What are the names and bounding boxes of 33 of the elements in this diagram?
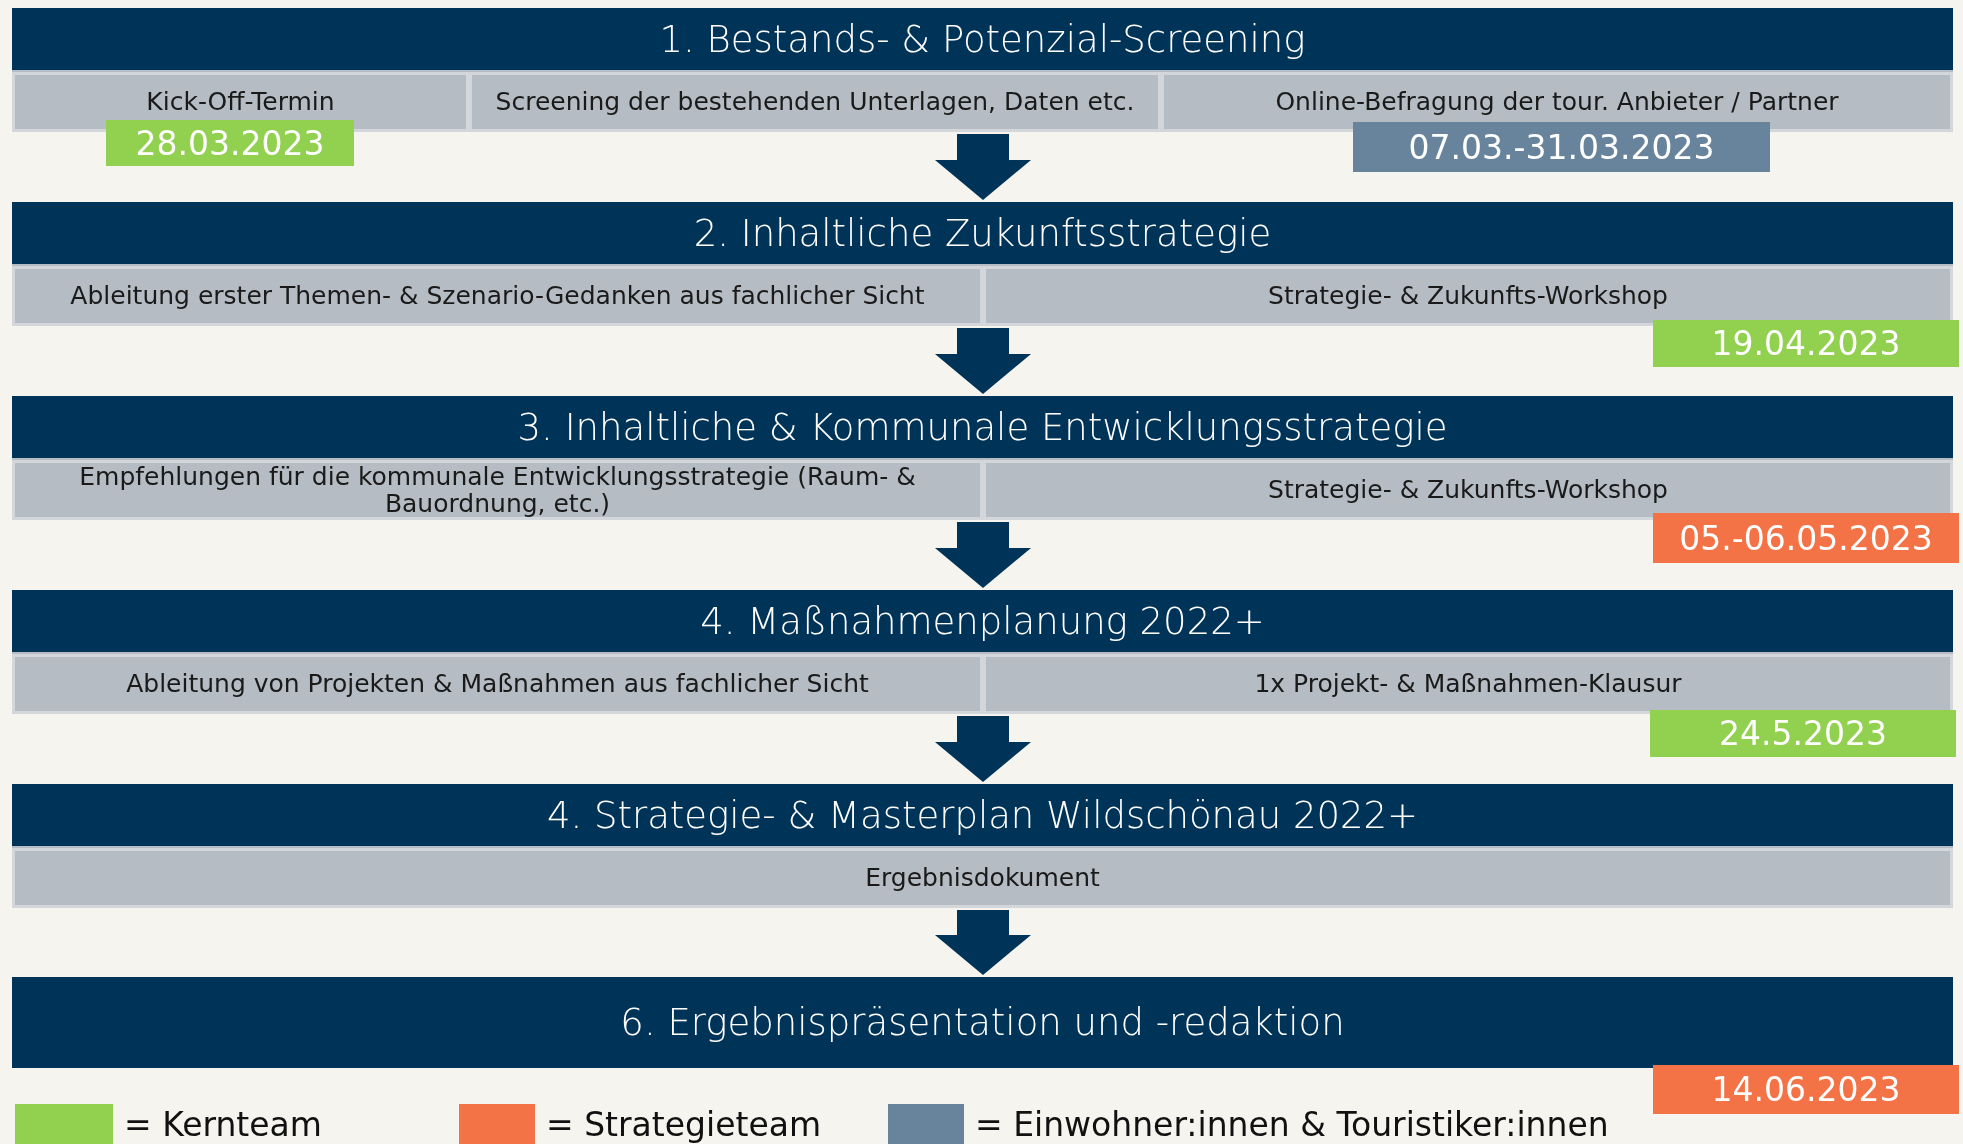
date-badge: 07.03.-31.03.2023: [1353, 122, 1770, 172]
down-arrow: [935, 716, 1031, 782]
task-box: Ableitung erster Themen- & Szenario-Gedanken aus fachlicher Sicht: [12, 266, 983, 326]
phase-panel: [12, 202, 1953, 326]
phase-title: 3. Inhaltliche & Kommunale Entwicklungsstrategie: [12, 396, 1953, 458]
down-arrow: [935, 134, 1031, 200]
task-box: Strategie- & Zukunfts-Workshop: [983, 460, 1953, 520]
phase-panel: [12, 784, 1953, 908]
date-badge: 14.06.2023: [1653, 1065, 1959, 1114]
date-badge: 19.04.2023: [1653, 320, 1959, 367]
task-box: Screening der bestehenden Unterlagen, Daten etc.: [469, 72, 1161, 132]
phase-panel: [12, 8, 1953, 132]
date-badge: 05.-06.05.2023: [1653, 513, 1959, 563]
down-arrow: [935, 522, 1031, 588]
date-badge: 28.03.2023: [106, 120, 354, 166]
phase-title: 1. Bestands- & Potenzial-Screening: [12, 8, 1953, 70]
task-box: Online-Befragung der tour. Anbieter / Partner: [1161, 72, 1953, 132]
task-box: Ergebnisdokument: [12, 848, 1953, 908]
legend-label: = Kernteam: [124, 1104, 322, 1144]
task-box: 1x Projekt- & Maßnahmen-Klausur: [983, 654, 1953, 714]
down-arrow: [935, 328, 1031, 394]
legend-label: = Strategieteam: [546, 1104, 822, 1144]
task-box: Ableitung von Projekten & Maßnahmen aus fachlicher Sicht: [12, 654, 983, 714]
phase-panel: [12, 590, 1953, 714]
date-badge: 24.5.2023: [1650, 710, 1956, 757]
down-arrow: [935, 910, 1031, 975]
legend-label: = Einwohner:innen & Touristiker:innen: [975, 1104, 1609, 1144]
phase-panel: [12, 396, 1953, 520]
task-box: Empfehlungen für die kommunale Entwicklungsstrategie (Raum- & Bauordnung, etc.): [12, 460, 983, 520]
phase-title: 4. Maßnahmenplanung 2022+: [12, 590, 1953, 652]
phase-title: 4. Strategie- & Masterplan Wildschönau 2022+: [12, 784, 1953, 846]
task-box: Strategie- & Zukunfts-Workshop: [983, 266, 1953, 326]
phase-title: 2. Inhaltliche Zukunftsstrategie: [12, 202, 1953, 264]
